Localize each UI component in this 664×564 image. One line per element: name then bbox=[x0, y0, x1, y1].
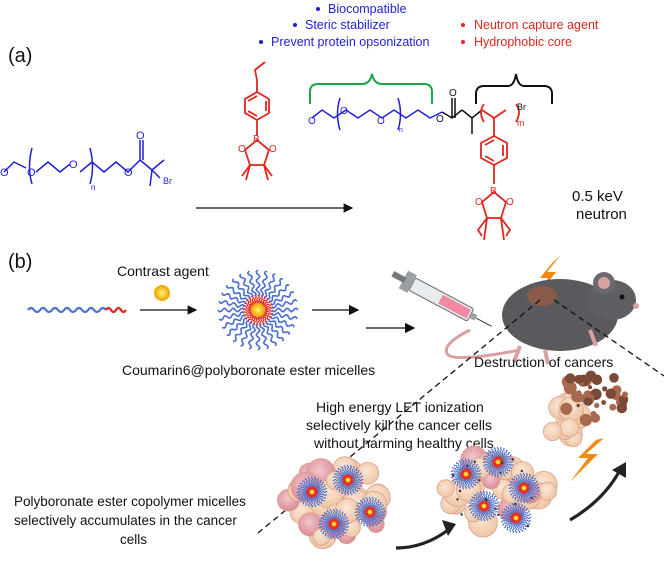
contrast-agent-label: Contrast agent bbox=[117, 263, 209, 279]
ester-carbonyl-o: O bbox=[449, 88, 457, 99]
accum-text-line3: cells bbox=[120, 532, 147, 547]
accum-text-line2: selectively accumulates in the cancer bbox=[14, 513, 237, 528]
micelle-name-label: Coumarin6@polyboronate ester micelles bbox=[122, 362, 375, 378]
peg-feature-opsonization: Prevent protein opsonization bbox=[271, 35, 429, 49]
let-text-line2: selectively kill the cancer cells bbox=[306, 417, 492, 433]
copolymer-peg-block bbox=[311, 97, 443, 131]
core-brace bbox=[475, 73, 553, 104]
copolymer-methyl-o: O bbox=[308, 116, 316, 127]
monomer-b: B bbox=[253, 134, 260, 145]
initiator-n: n bbox=[91, 183, 95, 192]
let-text-line3: without harming healthy cells bbox=[313, 435, 494, 451]
tumor-cluster-accumulation bbox=[277, 456, 391, 549]
copolymer-ester-linker bbox=[441, 98, 483, 134]
initiator-o2: O bbox=[69, 159, 78, 171]
initiator-carbonyl-o: O bbox=[136, 130, 145, 142]
peg-feature-biocompatible: Biocompatible bbox=[328, 2, 407, 16]
core-feature-hydrophobic: Hydrophobic core bbox=[474, 35, 572, 49]
curved-arrow-destroy bbox=[569, 469, 622, 522]
neutron-bolt-icon bbox=[536, 256, 560, 298]
copolymer-boronate-block bbox=[476, 103, 520, 241]
monomer-o2: O bbox=[269, 144, 277, 155]
polymer-br: Br bbox=[517, 102, 526, 112]
initiator-br: Br bbox=[163, 176, 172, 186]
mouse-icon bbox=[444, 272, 639, 365]
initiator-methyl-o: O bbox=[0, 167, 9, 179]
panel-a-label: (a) bbox=[8, 45, 32, 67]
core-feature-list: Neutron capture agent Hydrophobic core bbox=[461, 18, 599, 49]
polymer-o2: O bbox=[506, 197, 514, 208]
neutron-label: neutron bbox=[576, 206, 627, 223]
accum-text-line1: Polyboronate ester copolymer micelles bbox=[14, 494, 246, 509]
tumor-cluster-irradiated bbox=[436, 445, 558, 538]
zoom-line-right bbox=[553, 299, 664, 377]
polymer-m: m bbox=[517, 118, 525, 128]
panel-b-label: (b) bbox=[8, 251, 32, 273]
tumor-cluster-destroyed bbox=[542, 370, 629, 448]
peg-feature-steric: Steric stabilizer bbox=[305, 18, 390, 32]
let-text-line1: High energy LET ionization bbox=[316, 399, 484, 415]
core-feature-neutron: Neutron capture agent bbox=[474, 18, 599, 32]
ester-o: O bbox=[436, 114, 444, 125]
monomer-o1: O bbox=[238, 144, 246, 155]
polymer-b: B bbox=[490, 186, 497, 197]
peg-brace bbox=[309, 73, 433, 104]
syringe-icon bbox=[391, 270, 492, 327]
contrast-agent-icon bbox=[154, 285, 170, 301]
copolymer-o1: O bbox=[340, 106, 348, 117]
polymer-o1: O bbox=[475, 197, 483, 208]
peg-feature-list: Biocompatible Steric stabilizer Prevent … bbox=[259, 2, 429, 49]
copolymer-chain-peg bbox=[27, 306, 107, 314]
copolymer-chain-boronate bbox=[105, 306, 127, 314]
copolymer-n: n bbox=[399, 127, 403, 134]
peg-initiator-structure bbox=[3, 140, 165, 187]
ionization-bolt-icon bbox=[570, 438, 604, 482]
initiator-ester-o: O bbox=[124, 167, 133, 179]
micelle-icon bbox=[217, 269, 299, 351]
destruction-label: Destruction of cancers bbox=[474, 354, 613, 370]
curved-arrow-accumulate bbox=[395, 528, 449, 550]
neutron-energy-label: 0.5 keV bbox=[572, 188, 623, 205]
copolymer-o2: O bbox=[377, 116, 385, 127]
initiator-o1: O bbox=[27, 167, 36, 179]
boronate-monomer-structure bbox=[241, 61, 273, 181]
